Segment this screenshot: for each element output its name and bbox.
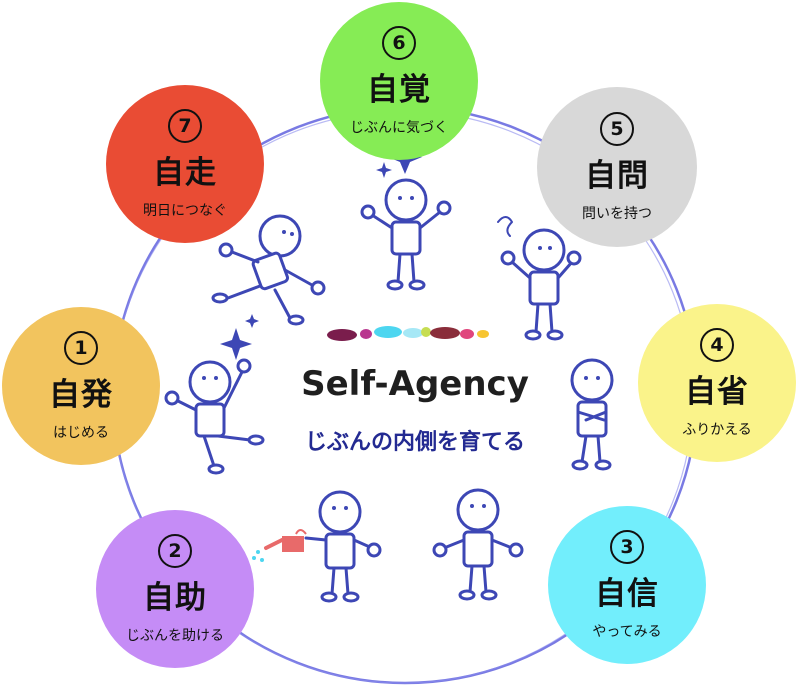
node-subtitle: 明日につなぐ <box>143 202 227 219</box>
node-subtitle: はじめる <box>53 424 109 441</box>
figure-self-help <box>304 490 382 603</box>
node-number: 7 <box>168 108 202 143</box>
node-title: 自発 <box>49 376 113 413</box>
node-number: 3 <box>610 529 644 564</box>
watering-can-icon <box>252 529 307 562</box>
dot <box>460 329 474 339</box>
node-title: 自信 <box>595 575 659 612</box>
node-jishin: 3 自信 やってみる <box>548 506 706 664</box>
figure-questioning <box>497 216 582 341</box>
figure-reflecting <box>570 358 614 471</box>
figure-confident <box>432 488 524 601</box>
dot <box>421 327 431 337</box>
node-title: 自覚 <box>367 71 431 108</box>
dot <box>360 329 372 339</box>
node-title: 自走 <box>153 154 217 191</box>
node-title: 自助 <box>143 579 207 616</box>
node-subtitle: 問いを持つ <box>582 205 652 222</box>
node-number: 5 <box>600 111 634 146</box>
node-number: 1 <box>64 330 98 365</box>
sparkle-icon <box>220 314 259 360</box>
center-title: Self-Agency <box>301 364 529 404</box>
decorative-dots <box>327 326 489 341</box>
node-title: 自問 <box>585 157 649 194</box>
node-title: 自省 <box>685 373 749 410</box>
node-number: 6 <box>382 25 416 60</box>
center-subtitle: じぶんの内側を育てる <box>304 430 525 455</box>
figure-running <box>211 214 326 326</box>
node-subtitle: じぶんに気づく <box>350 119 448 136</box>
node-subtitle: やってみる <box>592 623 662 640</box>
node-subtitle: ふりかえる <box>682 421 752 438</box>
node-jihatsu: 1 自発 はじめる <box>2 307 160 465</box>
faces <box>202 196 600 510</box>
dot <box>430 327 460 339</box>
node-jimon: 5 自問 問いを持つ <box>537 87 697 247</box>
node-subtitle: じぶんを助ける <box>126 627 224 644</box>
dot <box>374 326 402 338</box>
node-jisou: 7 自走 明日につなぐ <box>106 85 264 243</box>
node-jikaku: 6 自覚 じぶんに気づく <box>320 2 478 160</box>
node-jijo: 2 自助 じぶんを助ける <box>96 510 254 668</box>
dot <box>477 330 489 338</box>
node-number: 4 <box>700 327 734 362</box>
node-number: 2 <box>158 533 192 568</box>
dot <box>403 328 423 338</box>
figure-jumping <box>164 358 265 475</box>
dot <box>327 329 357 341</box>
node-jisei: 4 自省 ふりかえる <box>638 304 796 462</box>
figure-awareness <box>360 178 452 291</box>
